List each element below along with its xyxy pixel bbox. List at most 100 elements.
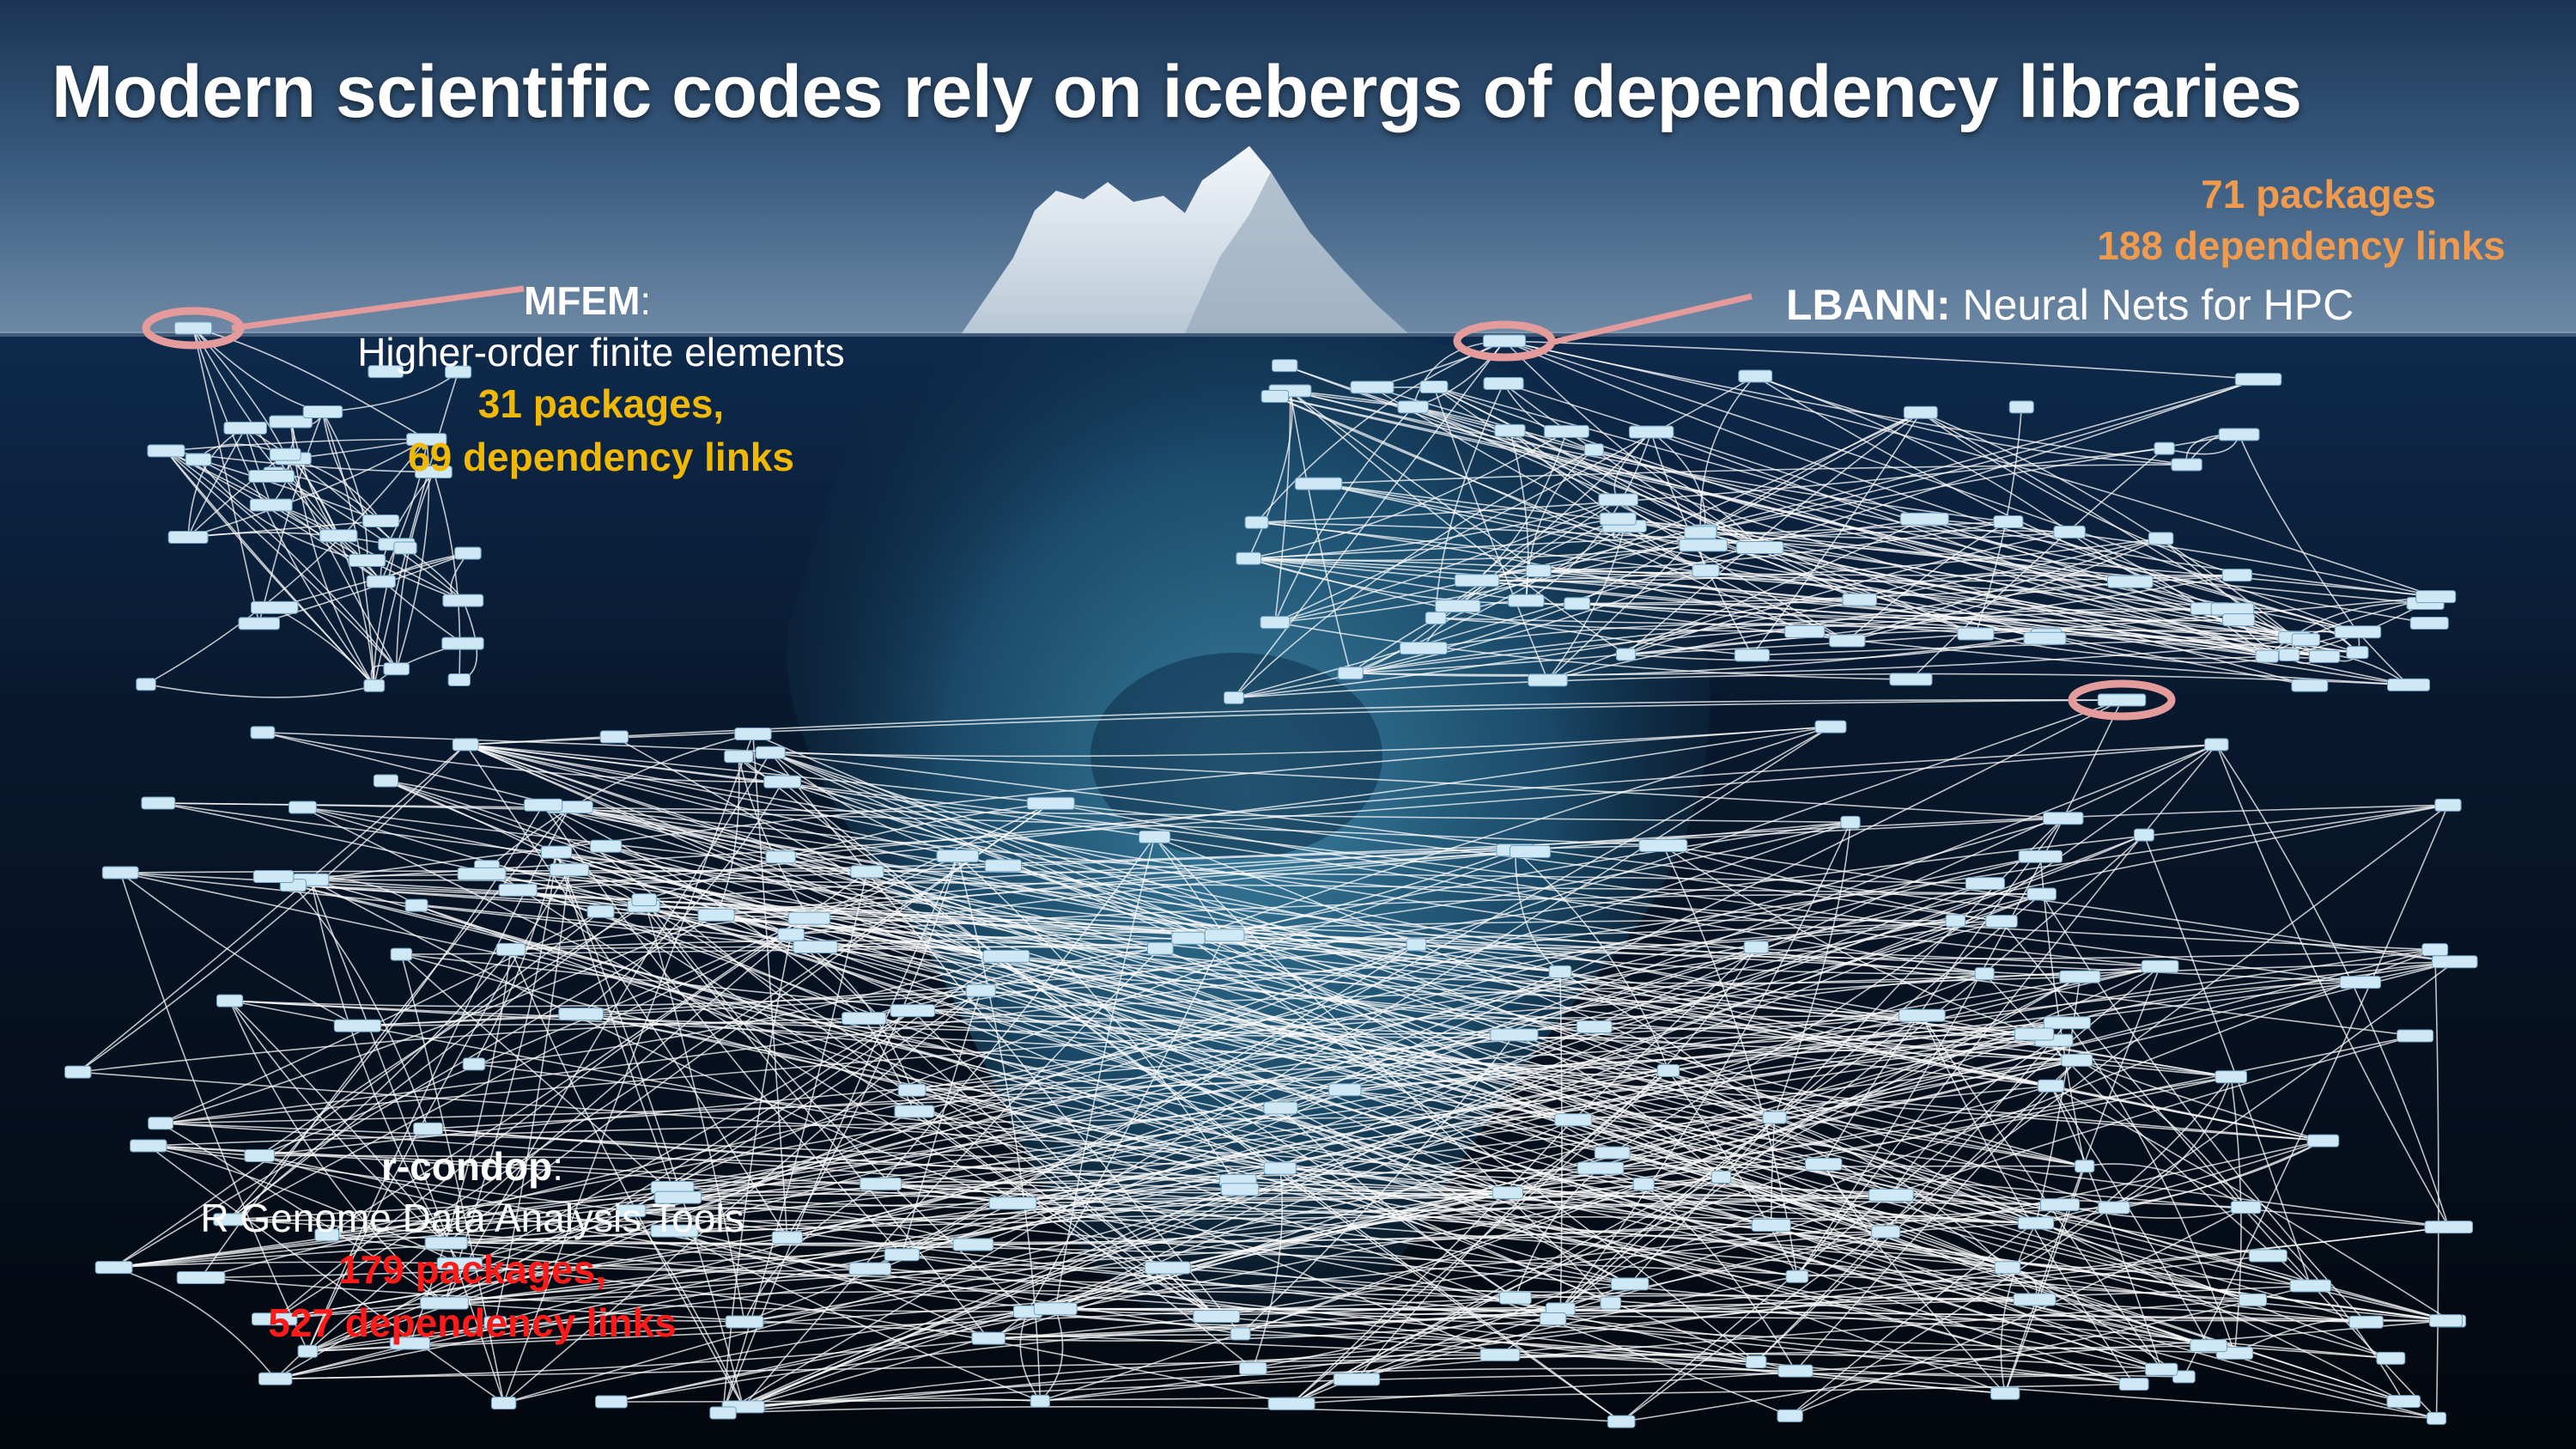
rcondop-edge	[630, 955, 1007, 1212]
rcondop-edge	[1416, 699, 2123, 946]
rcondop-edge	[2007, 1076, 2232, 1269]
rcondop-package-node	[1144, 1261, 1191, 1275]
lbann-package-node	[1425, 612, 1447, 625]
rcondop-package-node	[1576, 1020, 1613, 1033]
lbann-package-node	[2334, 625, 2382, 639]
rcondop-edge	[1253, 1140, 2324, 1370]
lbann-package-node	[1583, 443, 1604, 457]
rcondop-edge	[864, 1017, 2324, 1142]
lbann-package-node	[2291, 679, 2329, 692]
mfem-package-node	[406, 433, 447, 447]
rcondop-package-node	[1406, 938, 1427, 952]
rcondop-package-node	[1509, 844, 1552, 858]
lbann-edge	[1504, 340, 2359, 633]
rcondop-edge	[781, 781, 1622, 1422]
rcondop-edge	[1796, 744, 2217, 1277]
rcondop-edge	[902, 1253, 2135, 1385]
rcondop-edge	[1159, 947, 2209, 1347]
mfem-package-node	[366, 575, 396, 588]
rcondop-edge	[465, 744, 2415, 1037]
rcondop-package-node	[1745, 1355, 1767, 1369]
mfem-package-node	[249, 498, 293, 512]
mfem-edge	[258, 552, 469, 624]
rcondop-edge	[1789, 1206, 2247, 1417]
lbann-edge	[1754, 375, 2070, 533]
lbann-edge	[1233, 538, 2161, 699]
rcondop-package-node	[890, 1004, 936, 1018]
rcondop-edge	[160, 804, 2449, 1124]
rcondop-edge	[459, 1263, 1292, 1405]
lbann-edge	[1650, 431, 2268, 657]
rcondop-package-node	[1762, 1111, 1787, 1124]
rcondop-package-node	[1656, 1063, 1680, 1077]
rcondop-edge	[113, 981, 2360, 1269]
rcondop-package-node	[2013, 1293, 2057, 1306]
rcondop-package-node	[2431, 955, 2478, 969]
lbann-package-node	[1679, 539, 1728, 552]
rcondop-package-node	[725, 1315, 764, 1329]
mfem-link-count: 69 dependency links	[408, 435, 794, 479]
rcondop-edge	[630, 1207, 974, 1245]
rcondop-edge	[769, 752, 2115, 1209]
rcondop-package-node	[1479, 1348, 1521, 1361]
lbann-edge	[1924, 518, 2436, 598]
rcondop-package-node	[1600, 1296, 1622, 1310]
rcondop-package-node	[1220, 1183, 1260, 1196]
mfem-pointer-line	[231, 285, 525, 332]
rcondop-package-node	[965, 983, 996, 997]
rcondop-package-node	[2376, 1351, 2406, 1365]
rcondop-package-node	[373, 774, 399, 788]
lbann-edge	[1704, 411, 1922, 532]
rcondop-edge	[444, 944, 1417, 1304]
rcondop-package-node	[390, 947, 413, 961]
rcondop-link-count: 527 dependency links	[268, 1300, 677, 1345]
rcondop-edge	[1572, 947, 1757, 1121]
package-nodes	[64, 321, 2478, 1428]
rcondop-edge	[743, 1373, 2184, 1408]
rcondop-edge	[307, 807, 571, 1352]
lbann-edge	[1846, 521, 2009, 642]
rcondop-package-node	[1985, 915, 2018, 928]
rcondop-edge	[1662, 845, 1798, 1277]
rcondop-edge	[2433, 949, 2439, 1419]
rcondop-edge	[158, 802, 981, 992]
lbann-edge	[1433, 386, 1705, 532]
rcondop-edge	[503, 1307, 1056, 1404]
rcondop-edge	[2076, 1059, 2324, 1142]
lbann-edge	[1699, 375, 1756, 533]
waterline	[0, 332, 2576, 337]
rcondop-package-node	[2026, 887, 2057, 901]
rcondop-edge	[1514, 1034, 1722, 1178]
mfem-package-node	[441, 636, 484, 650]
rcondop-package-node	[777, 928, 805, 941]
rcondop-edge	[311, 744, 2217, 881]
mfem-edge	[187, 428, 246, 538]
rcondop-edge	[2076, 1059, 2247, 1209]
lbann-edge	[1594, 448, 1761, 549]
lbann-edge	[1625, 411, 1922, 655]
rcondop-package-node	[1710, 1170, 1732, 1184]
rcondop-edge	[1279, 1167, 2037, 1224]
iceberg-tip-shadow	[1185, 172, 1408, 333]
rcondop-package-node	[709, 1406, 737, 1420]
rcondop-edge	[465, 744, 2002, 922]
rcondop-edge	[262, 732, 783, 783]
rcondop-package-node	[631, 893, 658, 907]
rcondop-package-node	[1539, 1312, 1567, 1325]
rcondop-package-node	[1490, 1028, 1539, 1042]
rcondop-package-node	[1554, 1113, 1593, 1127]
rcondop-package-node	[483, 1316, 507, 1330]
rcondop-edge	[2245, 1207, 2404, 1403]
lbann-edge	[1436, 617, 2358, 633]
rcondop-package-node	[289, 801, 317, 814]
rcondop-title: r-condop:	[146, 1141, 799, 1192]
rcondop-package-node	[1492, 1186, 1524, 1200]
rcondop-edge	[465, 744, 2051, 1087]
mfem-edge	[322, 371, 459, 413]
rcondop-package-node	[697, 908, 735, 922]
rcondop-edge	[262, 732, 2063, 819]
rcondop-package-node	[452, 738, 479, 752]
rcondop-package-node	[2306, 1134, 2340, 1148]
lbann-package-node	[1271, 359, 1298, 373]
